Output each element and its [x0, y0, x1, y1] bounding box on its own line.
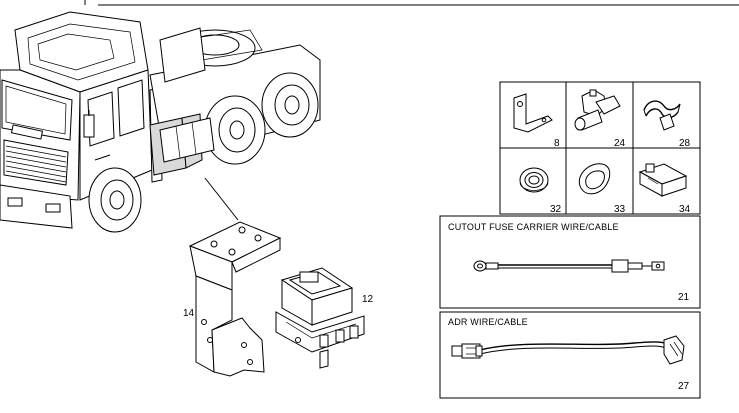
grid-label-32: 32 [550, 204, 562, 215]
grid-label-33: 33 [614, 204, 626, 215]
oval-grommet-part-icon [578, 163, 611, 195]
sensor-part-icon [574, 89, 621, 131]
grid-label-24: 24 [614, 138, 626, 149]
header-rule [84, 0, 739, 6]
callout-14: 14 [183, 308, 195, 319]
grid-label-8: 8 [554, 138, 560, 149]
fuse-box-12-drawing [275, 267, 365, 369]
adr-cable-panel: ADR WIRE/CABLE 27 [439, 311, 701, 399]
truck-illustration [0, 11, 321, 233]
grid-cell-32: 32 [519, 167, 562, 215]
callout-12: 12 [362, 294, 374, 305]
grid-label-34: 34 [679, 204, 691, 215]
adr-cable-icon [451, 335, 685, 365]
leader-line [204, 177, 239, 221]
grid-cell-33: 33 [578, 163, 626, 215]
fuse-cable-title: CUTOUT FUSE CARRIER WIRE/CABLE [448, 222, 619, 232]
adr-cable-title: ADR WIRE/CABLE [448, 317, 528, 327]
grommet-part-icon [519, 167, 549, 193]
grid-label-28: 28 [679, 138, 691, 149]
grid-cell-8: 8 [513, 93, 560, 149]
fuse-cable-label: 21 [678, 292, 690, 303]
bracket-14-drawing [188, 221, 282, 377]
grid-cell-28: 28 [643, 100, 691, 149]
grid-cell-34: 34 [638, 163, 691, 215]
bracket-part-icon [513, 93, 553, 133]
grid-cell-24: 24 [574, 89, 626, 149]
clip-part-icon [643, 100, 681, 131]
fuse-cable-panel: CUTOUT FUSE CARRIER WIRE/CABLE 21 [439, 215, 701, 309]
connector-part-icon [638, 163, 688, 197]
adr-cable-label: 27 [678, 381, 690, 392]
fuse-cable-icon [473, 259, 665, 273]
